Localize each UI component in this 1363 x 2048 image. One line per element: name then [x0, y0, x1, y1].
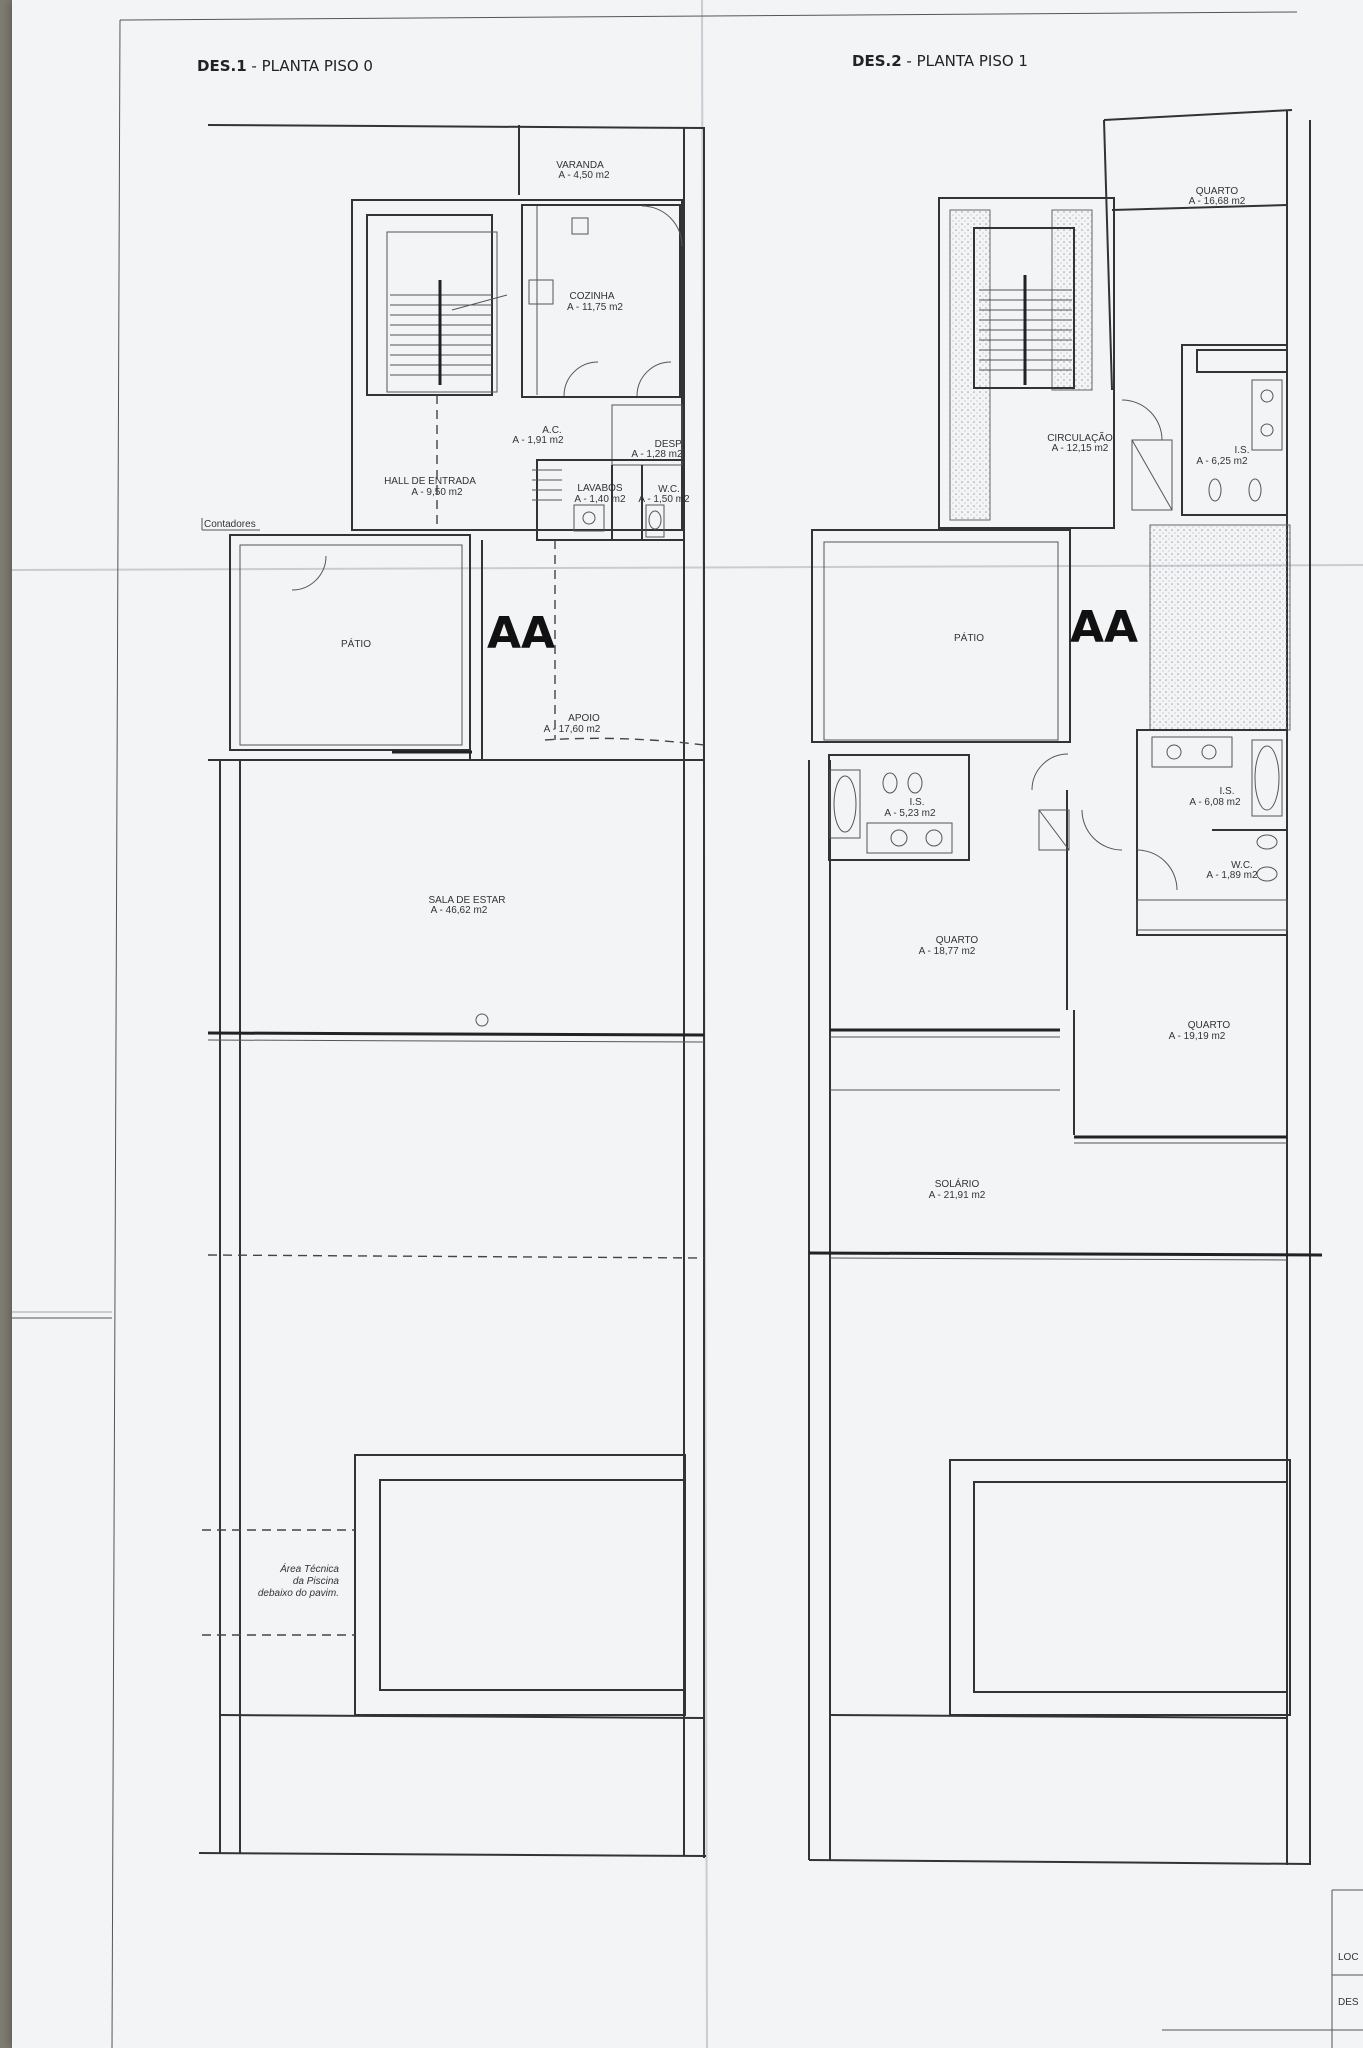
title-block-loc: LOC [1338, 1952, 1359, 1963]
area-is-3: A - 6,08 m2 [1189, 797, 1241, 808]
label-is-3: I.S. [1219, 786, 1234, 797]
label-area-tecnica-2: da Piscina [293, 1576, 340, 1587]
label-is-1: I.S. [1234, 445, 1249, 456]
area-lavabos: A - 1,40 m2 [574, 494, 626, 505]
section-marker-aa-left: AA [487, 608, 555, 659]
area-circulacao: A - 12,15 m2 [1052, 443, 1109, 454]
label-wc-piso-1: W.C. [1231, 860, 1253, 871]
plan-piso-1: DES.2 - PLANTA PISO 1 QUARTO A - 1 [808, 52, 1323, 1865]
area-wc-piso-1: A - 1,89 m2 [1206, 870, 1258, 881]
label-cozinha: COZINHA [570, 291, 615, 302]
title-block: LOC DES [1162, 1889, 1363, 2048]
plan-piso-0: DES.1 - PLANTA PISO 0 [197, 57, 707, 1858]
area-wc: A - 1,50 m2 [638, 494, 690, 505]
plan-sheet: DES.1 - PLANTA PISO 0 [12, 0, 1363, 2048]
label-is-2: I.S. [909, 797, 924, 808]
label-hall: HALL DE ENTRADA [384, 476, 476, 487]
area-sala: A - 46,62 m2 [431, 905, 488, 916]
label-contadores: Contadores [204, 519, 256, 530]
label-circulacao: CIRCULAÇÃO [1047, 431, 1113, 444]
area-cozinha: A - 11,75 m2 [567, 302, 623, 313]
label-quarto-2: QUARTO [936, 935, 979, 946]
label-wc: W.C. [658, 484, 680, 495]
label-ac: A.C. [542, 425, 561, 436]
label-quarto-1: QUARTO [1196, 186, 1239, 197]
label-area-tecnica-3: debaixo do pavim. [258, 1588, 339, 1599]
area-solario: A - 21,91 m2 [929, 1190, 986, 1201]
area-is-2: A - 5,23 m2 [884, 808, 936, 819]
label-lavabos: LAVABOS [577, 483, 623, 494]
stair-treads-piso-1 [979, 275, 1072, 385]
title-block-des: DES [1338, 1997, 1359, 2008]
label-solario: SOLÁRIO [935, 1177, 980, 1190]
label-varanda: VARANDA [556, 160, 604, 171]
label-patio-piso-1: PÁTIO [954, 631, 984, 644]
stair-treads-piso-0 [390, 280, 508, 385]
area-varanda: A - 4,50 m2 [558, 170, 610, 181]
floor-plans-drawing: DES.1 - PLANTA PISO 0 [12, 0, 1363, 2048]
section-marker-aa-right: AA [1070, 602, 1138, 653]
area-quarto-3: A - 19,19 m2 [1169, 1031, 1226, 1042]
label-area-tecnica-1: Área Técnica [279, 1562, 339, 1575]
area-ac: A - 1,91 m2 [512, 435, 564, 446]
label-quarto-3: QUARTO [1188, 1020, 1231, 1031]
area-is-1: A - 6,25 m2 [1196, 456, 1248, 467]
area-desp: A - 1,28 m2 [631, 449, 683, 460]
plan-title-piso-0: DES.1 - PLANTA PISO 0 [197, 57, 373, 75]
area-apoio: A - 17,60 m2 [544, 724, 601, 735]
label-desp: DESP. [655, 439, 684, 450]
area-quarto-2: A - 18,77 m2 [919, 946, 976, 957]
plan-title-piso-1: DES.2 - PLANTA PISO 1 [852, 52, 1028, 70]
area-quarto-1: A - 16,68 m2 [1189, 196, 1246, 207]
label-apoio: APOIO [568, 713, 600, 724]
label-patio-piso-0: PÁTIO [341, 637, 371, 650]
label-sala: SALA DE ESTAR [428, 895, 505, 906]
